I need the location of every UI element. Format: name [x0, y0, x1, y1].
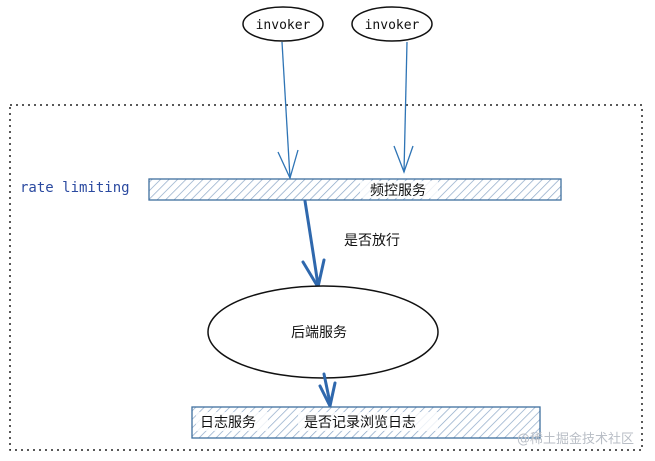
invoker-arrow-2 [393, 41, 414, 174]
log-decision-label: 是否记录浏览日志 [304, 415, 416, 431]
log-service-bar: 日志服务 是否记录浏览日志 [191, 406, 541, 439]
invoker-arrow-1 [277, 41, 299, 180]
log-service-label: 日志服务 [200, 415, 256, 431]
system-boundary [9, 104, 643, 451]
decision-label: 是否放行 [344, 233, 400, 249]
watermark: @稀土掘金技术社区 [517, 431, 634, 447]
rate-limit-bar: 频控服务 [148, 178, 562, 201]
backend-service-node: 后端服务 [207, 285, 439, 379]
invoker-label-1: invoker [256, 18, 311, 33]
decision-arrow [301, 199, 326, 291]
rate-limit-bar-label: 频控服务 [370, 183, 426, 199]
log-arrow [318, 372, 337, 411]
invoker-node-2: invoker [351, 6, 433, 42]
invoker-label-2: invoker [365, 18, 420, 33]
invoker-node-1: invoker [242, 6, 324, 42]
rate-limiting-label: rate limiting [20, 180, 130, 196]
backend-service-label: 后端服务 [291, 325, 347, 341]
